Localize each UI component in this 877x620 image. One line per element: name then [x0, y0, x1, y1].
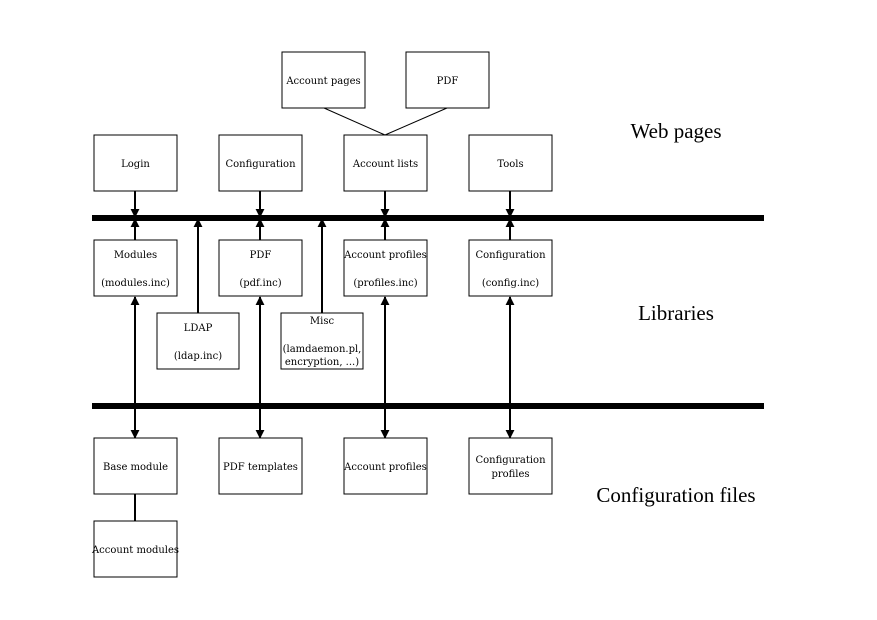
box-login: Login	[93, 134, 178, 192]
box-account-pages-line-1: Account pages	[285, 76, 360, 87]
box-account-profiles-files: Account profiles	[343, 437, 428, 495]
box-account-modules: Account modules	[91, 520, 179, 578]
box-pdf-templates-line-1: PDF templates	[223, 462, 298, 473]
box-configuration-profiles-line-2: profiles	[491, 469, 529, 480]
connector-account-pages-to-account-lists	[323, 107, 386, 136]
box-account-profiles-files-line-1: Account profiles	[343, 462, 427, 473]
box-ldap-lib-line-1: LDAP	[184, 323, 213, 334]
connector-pdf-page-to-account-lists	[384, 107, 448, 136]
box-tools: Tools	[468, 134, 553, 192]
layer-label-configuration-files: Configuration files	[596, 483, 755, 507]
box-configuration-page: Configuration	[218, 134, 303, 192]
box-account-modules-line-1: Account modules	[91, 545, 179, 556]
box-base-module-line-1: Base module	[103, 462, 168, 473]
box-login-line-1: Login	[121, 159, 150, 170]
box-pdf-lib-line-1: PDF	[250, 250, 272, 261]
box-misc-lib: Misc (lamdaemon.pl, encryption, ...)	[280, 312, 364, 370]
box-modules-lib: Modules (modules.inc)	[93, 239, 178, 297]
layer-label-web-pages: Web pages	[630, 119, 721, 143]
box-configuration-lib: Configuration (config.inc)	[468, 239, 553, 297]
box-modules-lib-line-2: (modules.inc)	[101, 278, 170, 289]
box-pdf-page: PDF	[405, 51, 490, 109]
box-configuration-profiles-line-1: Configuration	[475, 455, 546, 466]
box-ldap-lib: LDAP (ldap.inc)	[156, 312, 240, 370]
box-modules-lib-line-1: Modules	[114, 250, 157, 261]
box-configuration-page-line-1: Configuration	[225, 159, 296, 170]
box-pdf-page-line-1: PDF	[437, 76, 459, 87]
box-misc-lib-line-1: Misc	[310, 316, 335, 327]
box-account-profiles-lib-line-1: Account profiles	[343, 250, 427, 261]
box-configuration-lib-line-2: (config.inc)	[482, 278, 539, 289]
box-pdf-lib: PDF (pdf.inc)	[218, 239, 303, 297]
box-pdf-lib-line-2: (pdf.inc)	[239, 278, 281, 289]
box-pdf-templates: PDF templates	[218, 437, 303, 495]
box-account-lists-line-1: Account lists	[352, 159, 418, 170]
diagram-boxes: Account pages PDF Login Configuration Ac…	[91, 51, 553, 578]
box-configuration-profiles: Configuration profiles	[468, 437, 553, 495]
box-account-pages: Account pages	[281, 51, 366, 109]
layer-label-libraries: Libraries	[638, 301, 714, 325]
box-misc-lib-line-2: (lamdaemon.pl,	[283, 344, 362, 355]
box-base-module: Base module	[93, 437, 178, 495]
box-configuration-lib-line-1: Configuration	[475, 250, 546, 261]
box-account-profiles-lib-line-2: (profiles.inc)	[353, 278, 417, 289]
box-ldap-lib-line-2: (ldap.inc)	[174, 351, 222, 362]
library-config-bus	[92, 403, 764, 409]
box-misc-lib-line-3: encryption, ...)	[285, 357, 359, 368]
web-library-bus	[92, 215, 764, 221]
box-account-lists: Account lists	[343, 134, 428, 192]
box-tools-line-1: Tools	[497, 159, 523, 170]
box-account-profiles-lib: Account profiles (profiles.inc)	[343, 239, 428, 297]
